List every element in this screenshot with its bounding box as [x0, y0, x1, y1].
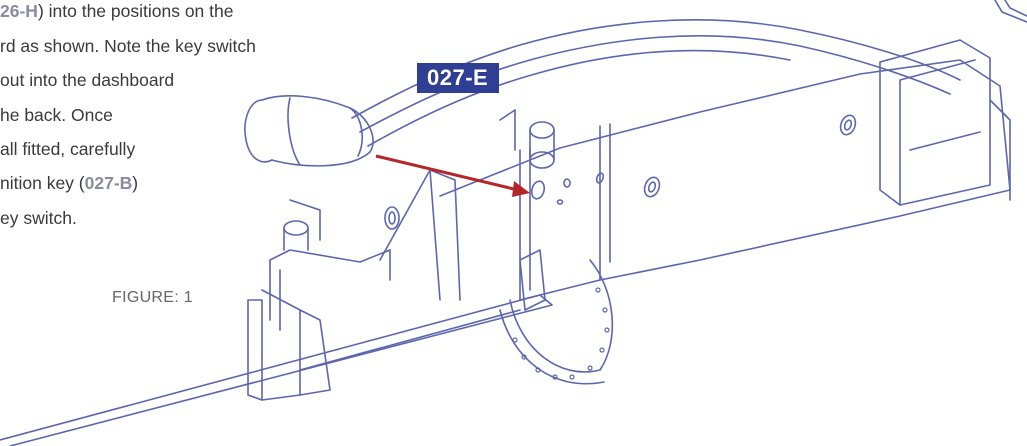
instruction-line-5: all fitted, carefully [0, 139, 136, 159]
part-reference: 027-B [84, 173, 133, 193]
insertion-arrow [375, 154, 530, 197]
part-number-label: 027-E [417, 63, 500, 93]
part-reference: 26-H [0, 1, 38, 21]
instruction-line-3: out into the dashboard [0, 70, 175, 90]
instruction-line-1: 26-H) into the positions on the [0, 1, 234, 21]
figure-caption: FIGURE: 1 [112, 289, 193, 306]
gauge-disc [509, 259, 614, 373]
instruction-line-4: he back. Once [0, 105, 113, 125]
key-switch-part [244, 95, 374, 167]
instruction-line-7: ey switch. [0, 208, 77, 228]
instruction-line-2: rd as shown. Note the key switch [0, 36, 256, 56]
dashboard-panel [439, 59, 1011, 301]
diagonal-bar [0, 294, 553, 446]
instruction-line-6: nition key (027-B) [0, 173, 139, 193]
